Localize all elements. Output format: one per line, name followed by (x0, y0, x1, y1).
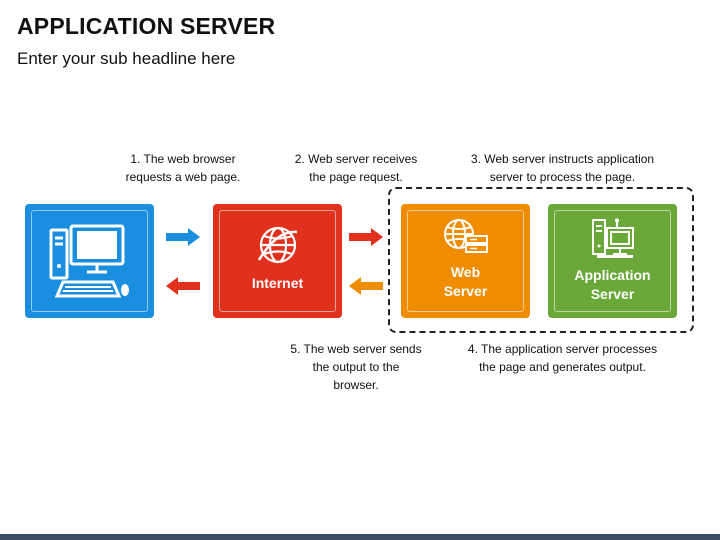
globe-icon (257, 224, 299, 266)
caption-step-1: 1. The web browser requests a web page. (125, 152, 241, 184)
caption-step-2: 2. Web server receives the page request. (294, 152, 418, 184)
browser-node (25, 204, 154, 318)
app-server-node-inner (554, 210, 671, 312)
arrow-left-red (166, 277, 200, 295)
page-subtitle: Enter your sub headline here (17, 49, 236, 68)
web-server-node: Web Server (401, 204, 530, 318)
app-server-label: Application Server (574, 267, 651, 302)
arrow-left-orange (349, 277, 383, 295)
web-server-label: Web Server (443, 264, 488, 299)
web-server-node-inner (407, 210, 524, 312)
caption-step-3: 3. Web server instructs application serv… (470, 152, 655, 184)
app-server-node: Application Server (548, 204, 677, 318)
internet-node: Internet (213, 204, 342, 318)
internet-label: Internet (251, 275, 304, 291)
arrow-right-blue (166, 228, 200, 246)
caption-step-4: 4. The application server processes the … (467, 342, 658, 374)
computer-icon (49, 222, 131, 300)
internet-node-inner (219, 210, 336, 312)
caption-step-5: 5. The web server sends the output to th… (290, 342, 422, 392)
browser-node-inner (31, 210, 148, 312)
footer-bar (0, 534, 720, 540)
arrow-right-red (349, 228, 383, 246)
page-title: APPLICATION SERVER (17, 13, 276, 39)
globe-server-icon (443, 218, 489, 256)
server-group-border (388, 187, 694, 333)
computer-server-icon (591, 218, 635, 260)
